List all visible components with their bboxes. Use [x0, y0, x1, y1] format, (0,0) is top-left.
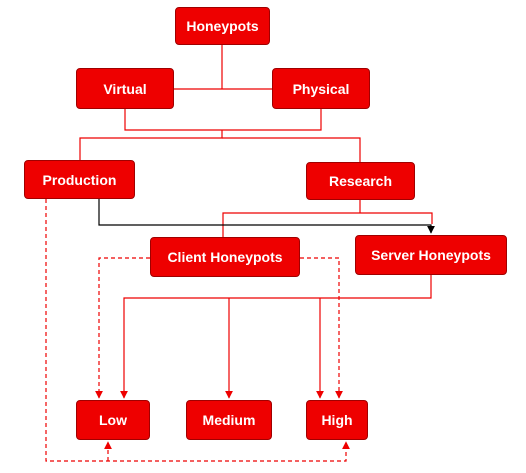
node-honeypots: Honeypots: [175, 7, 270, 45]
node-production: Production: [24, 160, 135, 199]
connector-server-levels: [120, 275, 432, 399]
connector-research-interaction: [222, 200, 433, 237]
node-physical: Physical: [272, 68, 370, 109]
node-virtual: Virtual: [76, 68, 174, 109]
connector-production-server: [98, 199, 435, 234]
node-high: High: [306, 400, 368, 440]
node-research: Research: [306, 162, 415, 200]
connector-types-purpose: [79, 109, 361, 162]
node-server-honeypots: Server Honeypots: [355, 235, 507, 275]
node-client-honeypots: Client Honeypots: [150, 237, 300, 277]
node-medium: Medium: [186, 400, 272, 440]
connector-production-levels: [45, 199, 350, 462]
connector-client-levels: [95, 257, 343, 399]
node-low: Low: [76, 400, 150, 440]
connector-honeypots-types: [174, 45, 272, 90]
